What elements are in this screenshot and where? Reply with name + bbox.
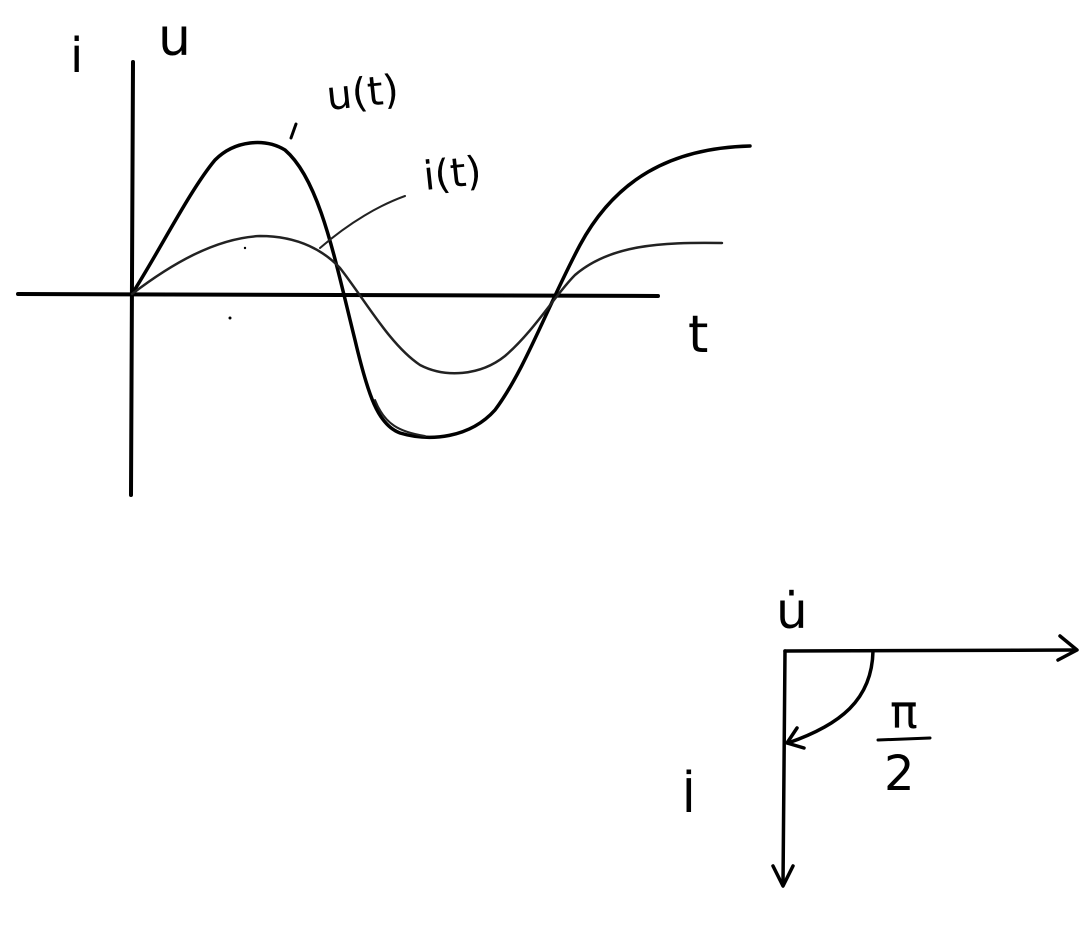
- vertical-axis: [129, 60, 135, 497]
- stray-dot: [243, 246, 247, 250]
- angle-numerator: π: [890, 685, 918, 739]
- voltage-phasor-arrowhead: [1056, 634, 1079, 662]
- current-curve: [130, 234, 724, 375]
- time-axis: [16, 292, 660, 298]
- current-label-leader: [319, 195, 406, 249]
- voltage-phasor: [783, 648, 1078, 653]
- current-curve-label: i(t): [421, 148, 484, 200]
- angle-denominator: 2: [884, 746, 915, 802]
- stray-dot: [228, 316, 232, 320]
- phase-angle-arc: [786, 649, 875, 745]
- phasor-diagram: u̇ İ π 2: [682, 582, 1079, 888]
- axis-label-voltage: u: [158, 8, 191, 68]
- current-phasor-label: İ: [682, 769, 696, 823]
- current-phasor-arrowhead: [771, 864, 795, 888]
- current-phasor: [781, 649, 787, 887]
- angle-fraction-bar: [876, 736, 932, 742]
- phase-angle-arrowhead: [785, 726, 806, 750]
- axis-label-time: t: [688, 305, 708, 365]
- voltage-curve: [130, 140, 752, 439]
- voltage-phasor-label: u̇: [776, 582, 808, 640]
- voltage-curve-retrace: [374, 399, 426, 437]
- waveform-plot: i u t u(t) i(t): [16, 8, 752, 497]
- voltage-label-leader: [289, 122, 298, 140]
- voltage-curve-label: u(t): [324, 67, 401, 120]
- axis-label-current: i: [70, 28, 83, 84]
